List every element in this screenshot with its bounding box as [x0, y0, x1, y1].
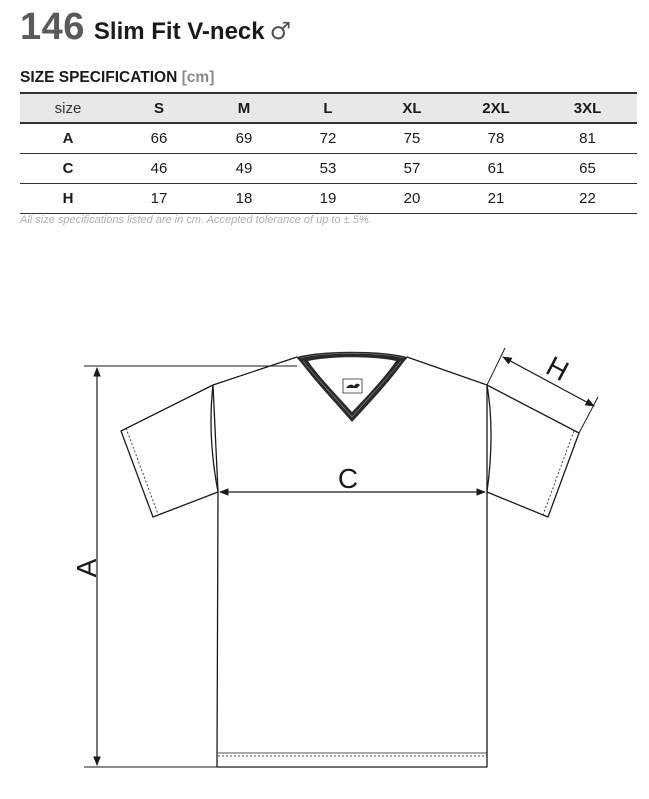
table-cell: 53 [286, 153, 370, 184]
tshirt-outline [120, 356, 580, 768]
column-header: 3XL [538, 92, 637, 124]
table-cell: 81 [538, 123, 637, 154]
table-cell: 61 [454, 153, 538, 184]
product-header: 146 Slim Fit V-neck ♂ [20, 6, 291, 48]
column-header: XL [370, 92, 454, 124]
table-cell: 17 [116, 183, 202, 214]
row-label: H [20, 183, 116, 214]
table-row: C 46 49 53 57 61 65 [20, 153, 637, 184]
table-cell: 66 [116, 123, 202, 154]
dimension-a-label: A [71, 558, 102, 577]
tshirt-right-sleeve [486, 384, 580, 518]
product-code: 146 [20, 6, 85, 48]
table-cell: 18 [202, 183, 286, 214]
tolerance-note: All size specifications listed are in cm… [20, 214, 372, 226]
column-header: size [20, 92, 116, 124]
size-table-header-row: size S M L XL 2XL 3XL [20, 92, 637, 124]
column-header: M [202, 92, 286, 124]
row-label: A [20, 123, 116, 154]
table-cell: 46 [116, 153, 202, 184]
dimension-h-label: H [541, 350, 573, 387]
table-cell: 57 [370, 153, 454, 184]
dimension-h-arrow [502, 356, 595, 407]
table-cell: 49 [202, 153, 286, 184]
row-label: C [20, 153, 116, 184]
size-spec-unit: [cm] [181, 69, 215, 86]
table-row: A 66 69 72 75 78 81 [20, 123, 637, 154]
size-spec-title: SIZE SPECIFICATION [cm] [20, 69, 214, 87]
product-name: Slim Fit V-neck [93, 18, 265, 45]
column-header: S [116, 92, 202, 124]
table-cell: 65 [538, 153, 637, 184]
column-header: 2XL [454, 92, 538, 124]
vneck-collar [297, 351, 407, 422]
dimension-a: A [71, 365, 297, 768]
size-table: size S M L XL 2XL 3XL A 66 69 72 75 78 8… [20, 92, 637, 214]
table-cell: 72 [286, 123, 370, 154]
dimension-c: C [219, 463, 486, 496]
male-symbol-icon: ♂ [269, 17, 292, 45]
table-cell: 75 [370, 123, 454, 154]
size-spec-title-text: SIZE SPECIFICATION [20, 69, 178, 86]
table-cell: 22 [538, 183, 637, 214]
table-cell: 20 [370, 183, 454, 214]
dimension-c-label: C [338, 463, 358, 494]
table-cell: 78 [454, 123, 538, 154]
table-row: H 17 18 19 20 21 22 [20, 183, 637, 214]
table-cell: 69 [202, 123, 286, 154]
tshirt-left-sleeve [120, 384, 219, 518]
table-cell: 19 [286, 183, 370, 214]
column-header: L [286, 92, 370, 124]
table-cell: 21 [454, 183, 538, 214]
